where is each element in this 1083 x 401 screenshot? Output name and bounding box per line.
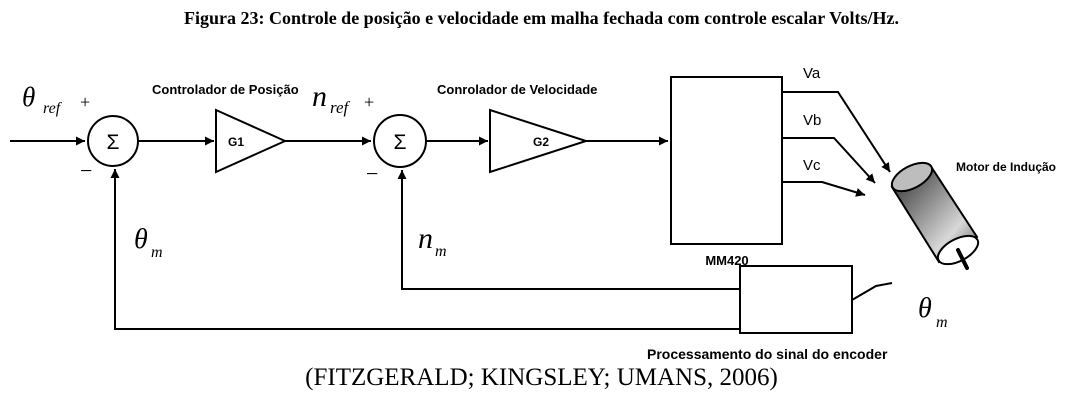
position-minus-sign: −: [80, 158, 92, 183]
speed-minus-sign: −: [366, 161, 378, 186]
position-plus-sign: +: [80, 92, 90, 112]
phase-a-line: [782, 91, 891, 173]
motor-label: Motor de Indução: [956, 160, 1056, 174]
figure-source: (FITZGERALD; KINGSLEY; UMANS, 2006): [305, 364, 778, 391]
theta-m-feedback-label: θ: [134, 224, 148, 255]
position-sigma-symbol: Σ: [107, 131, 120, 154]
position-controller-title: Controlador de Posição: [152, 82, 299, 97]
phase-b-line: [782, 137, 876, 184]
mm420-label: MM420: [705, 253, 748, 268]
phase-a-label: Va: [803, 65, 821, 82]
induction-motor-icon: [890, 161, 980, 270]
speed-sigma-symbol: Σ: [394, 131, 407, 154]
theta-ref-label: θ: [22, 82, 35, 112]
encoder-processing-block: [739, 265, 853, 334]
phase-c-line: [782, 181, 866, 197]
phase-c-label: Vc: [803, 157, 821, 174]
g1-gain-block: [215, 108, 288, 174]
motor-theta-label: θ: [918, 293, 932, 324]
speed-controller-title: Conrolador de Velocidade: [437, 82, 597, 97]
n-ref-label: n: [312, 80, 327, 113]
speed-feedback-line: [397, 170, 740, 290]
speed-plus-sign: +: [364, 92, 374, 112]
theta-ref-subscript: ref: [43, 100, 63, 117]
g1-label: G1: [228, 135, 244, 149]
n-m-feedback-subscript: m: [435, 243, 447, 260]
mm420-drive-block: [670, 76, 783, 245]
motor-theta-subscript: m: [936, 314, 948, 331]
phase-b-label: Vb: [803, 112, 821, 129]
theta-m-feedback-subscript: m: [151, 244, 163, 261]
figure-caption: Figura 23: Controle de posição e velocid…: [184, 8, 899, 28]
encoder-label: Processamento do sinal do encoder: [647, 346, 888, 362]
g2-gain-block: [489, 108, 590, 174]
position-feedback-line: [110, 169, 740, 330]
n-ref-subscript: ref: [330, 98, 351, 117]
encoder-shaft-link: [851, 282, 893, 301]
n-m-feedback-label: n: [418, 222, 433, 255]
g2-label: G2: [533, 135, 549, 149]
